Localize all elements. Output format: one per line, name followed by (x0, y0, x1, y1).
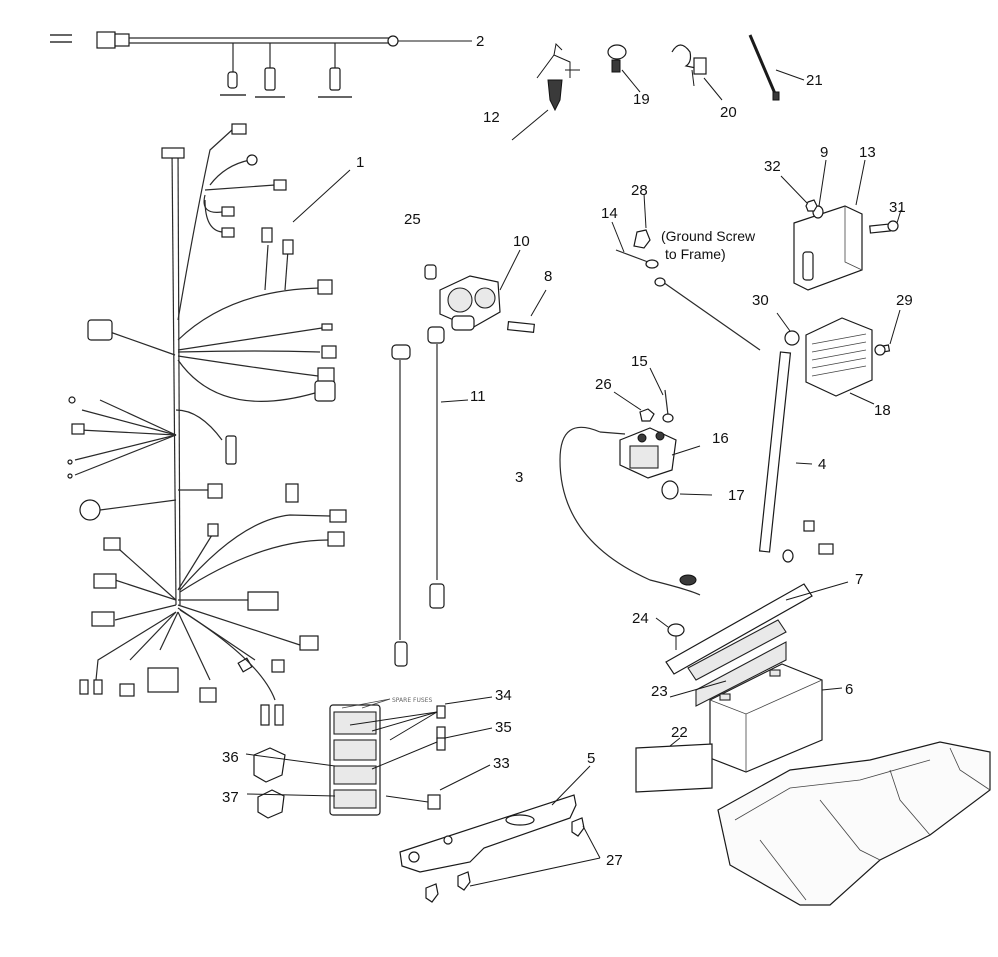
callout-25: 25 (404, 211, 421, 228)
callout-4: 4 (818, 456, 826, 473)
part-12-mount (511, 42, 580, 141)
ground-note-line-2: to Frame) (665, 246, 726, 262)
callout-16: 16 (712, 430, 729, 447)
callout-21: 21 (806, 72, 823, 89)
callouts: 1 2 3 4 5 6 7 8 9 10 11 12 13 14 15 16 1… (222, 33, 913, 869)
callout-7: 7 (855, 571, 863, 588)
part-30-nut (776, 312, 800, 346)
part-18-regulator (805, 317, 875, 405)
part-15-cable (649, 367, 674, 423)
callout-31: 31 (889, 199, 906, 216)
callout-3: 3 (515, 469, 523, 486)
callout-32: 32 (764, 158, 781, 175)
part-33-fuse (385, 764, 491, 810)
part-13-cdi-box (793, 159, 866, 291)
callout-34: 34 (495, 687, 512, 704)
callout-12: 12 (483, 109, 500, 126)
callout-30: 30 (752, 292, 769, 309)
callout-35: 35 (495, 719, 512, 736)
callout-13: 13 (859, 144, 876, 161)
part-21-tie (748, 34, 805, 101)
spare-fuses-label: SPARE FUSES (392, 697, 432, 704)
callout-20: 20 (720, 104, 737, 121)
part-17-bolt (661, 480, 713, 500)
part-1-main-harness (67, 123, 351, 726)
callout-26: 26 (595, 376, 612, 393)
callout-1: 1 (356, 154, 364, 171)
callout-24: 24 (632, 610, 649, 627)
callout-9: 9 (820, 144, 828, 161)
callout-2: 2 (476, 33, 484, 50)
part-11-leads (391, 326, 469, 667)
callout-19: 19 (633, 91, 650, 108)
callout-15: 15 (631, 353, 648, 370)
part-28-ground-screw (633, 193, 651, 249)
callout-23: 23 (651, 683, 668, 700)
part-19-clip (607, 44, 641, 93)
ground-note-line-1: (Ground Screw (661, 228, 756, 244)
part-35-fuse (371, 727, 493, 770)
callout-14: 14 (601, 205, 618, 222)
part-14-ground-lead (611, 221, 761, 351)
callout-29: 29 (896, 292, 913, 309)
callout-6: 6 (845, 681, 853, 698)
callout-18: 18 (874, 402, 891, 419)
part-22-label (635, 737, 713, 793)
part-27-screws (425, 817, 601, 903)
callout-5: 5 (587, 750, 595, 767)
part-26-nut (613, 391, 655, 422)
part-31-screw (869, 209, 902, 234)
part-20-clamp (671, 44, 723, 101)
part-23-pad (669, 619, 787, 707)
part-10-coil (424, 249, 547, 333)
callout-22: 22 (671, 724, 688, 741)
callout-27: 27 (606, 852, 623, 869)
callout-11: 11 (470, 388, 486, 405)
fuse-box: SPARE FUSES (329, 697, 432, 816)
part-16-solenoid (619, 427, 701, 479)
part-32-nut (780, 175, 818, 212)
callout-37: 37 (222, 789, 239, 806)
part-2-harness (50, 31, 472, 98)
part-34-fuses (349, 696, 493, 741)
battery-box (717, 741, 991, 906)
callout-8: 8 (544, 268, 552, 285)
part-7-strap (665, 581, 849, 675)
part-36-relay (245, 747, 336, 783)
callout-33: 33 (493, 755, 510, 772)
part-37-relay (246, 789, 336, 819)
callout-28: 28 (631, 182, 648, 199)
part-5-plate (399, 765, 591, 873)
callout-17: 17 (728, 487, 745, 504)
part-29-screw (874, 309, 901, 356)
part-24-screw (655, 617, 685, 650)
part-4-cable (758, 351, 834, 563)
callout-10: 10 (513, 233, 530, 250)
callout-36: 36 (222, 749, 239, 766)
part-3-cable (559, 426, 701, 596)
